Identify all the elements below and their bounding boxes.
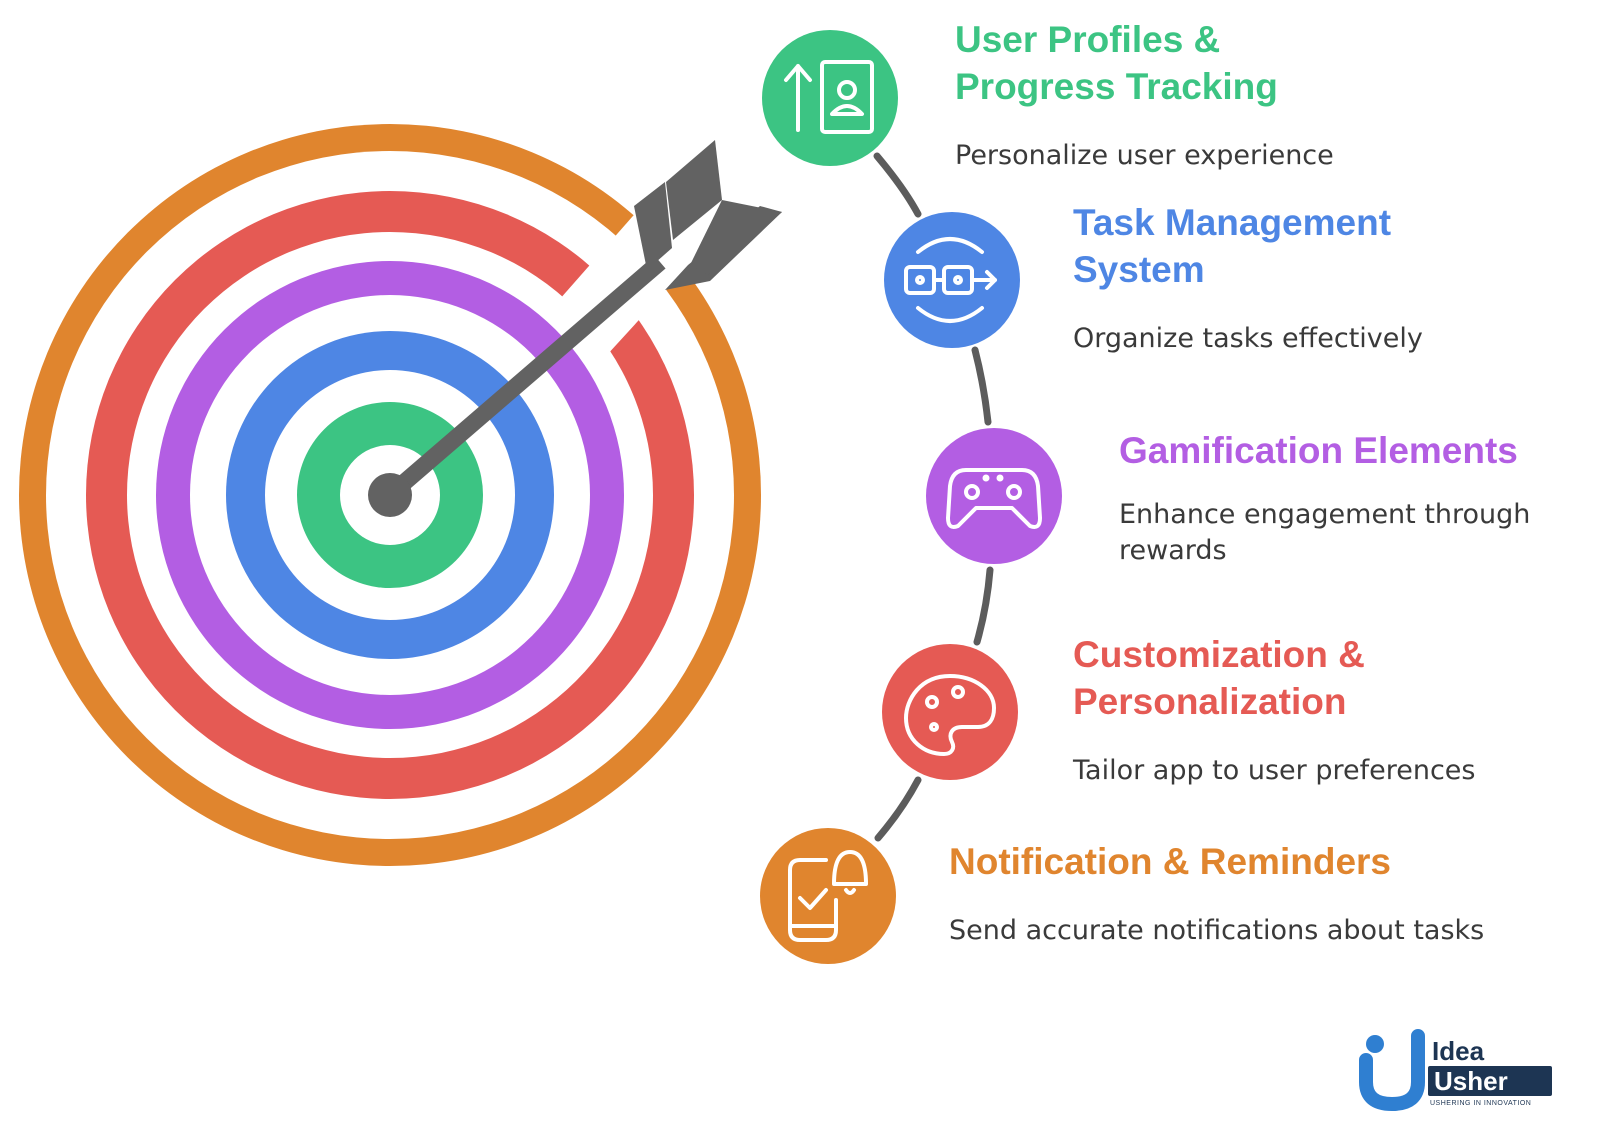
node-user-profiles [762, 30, 898, 166]
item-title: Gamification Elements [1119, 430, 1518, 471]
item-description: Enhance engagement through rewards [1119, 499, 1531, 566]
phone-bell-icon [788, 850, 868, 942]
logo-tagline: USHERING IN INNOVATION [1430, 1100, 1532, 1107]
item-title: User Profiles & Progress Tracking [955, 19, 1278, 107]
timeline [873, 152, 994, 842]
gamepad-icon [946, 468, 1042, 529]
arrow-icon [368, 140, 782, 517]
logo-word-usher: Usher [1434, 1066, 1508, 1096]
item-title: Task Management System [1073, 202, 1392, 290]
node-customization [882, 644, 1018, 780]
task-flow-icon [904, 237, 997, 323]
item-description: Send accurate notifications about tasks [949, 915, 1485, 946]
item-title: Customization & Personalization [1073, 634, 1365, 722]
logo-word-idea: Idea [1432, 1036, 1485, 1066]
item-description: Organize tasks effectively [1073, 323, 1423, 354]
palette-icon [904, 674, 996, 756]
company-logo [1359, 1029, 1552, 1112]
node-task-management [884, 212, 1020, 348]
item-title: Notification & Reminders [949, 841, 1391, 882]
item-description: Personalize user experience [955, 140, 1334, 171]
node-notifications [760, 828, 896, 964]
profile-progress-icon [784, 60, 874, 134]
item-description: Tailor app to user preferences [1073, 755, 1476, 786]
node-gamification [926, 428, 1062, 564]
